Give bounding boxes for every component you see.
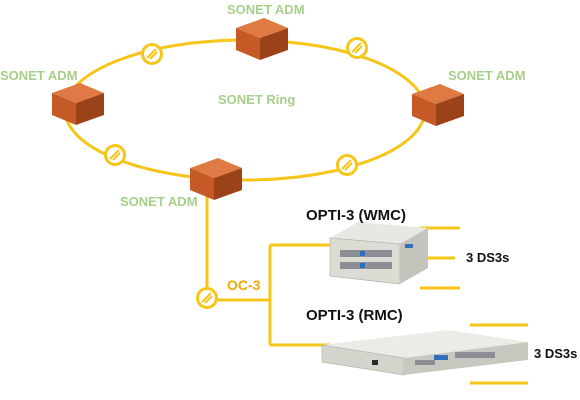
- link-connector-icon: [336, 154, 358, 176]
- opti3-wmc-device: [329, 222, 428, 285]
- adm-label-left: SONET ADM: [0, 68, 78, 83]
- link-connector-icon: [141, 43, 163, 65]
- adm-box-bottom: [190, 158, 242, 200]
- opti3-rmc-device: [321, 330, 528, 376]
- wmc-title: OPTI-3 (WMC): [306, 207, 406, 224]
- link-connector-icon: [346, 37, 368, 59]
- ring-label: SONET Ring: [218, 92, 295, 107]
- wmc-ds3-label: 3 DS3s: [466, 250, 509, 265]
- rmc-ds3-label: 3 DS3s: [534, 346, 577, 361]
- link-connector-icon: [104, 144, 126, 166]
- adm-box-left: [52, 83, 104, 125]
- adm-box-top: [236, 18, 288, 60]
- adm-box-right: [412, 84, 464, 126]
- oc3-label: OC-3: [227, 277, 261, 293]
- adm-label-right: SONET ADM: [448, 68, 526, 83]
- adm-label-top: SONET ADM: [227, 2, 305, 17]
- rmc-title: OPTI-3 (RMC): [306, 307, 403, 324]
- adm-label-bottom: SONET ADM: [120, 194, 198, 209]
- link-connector-icon: [196, 287, 218, 309]
